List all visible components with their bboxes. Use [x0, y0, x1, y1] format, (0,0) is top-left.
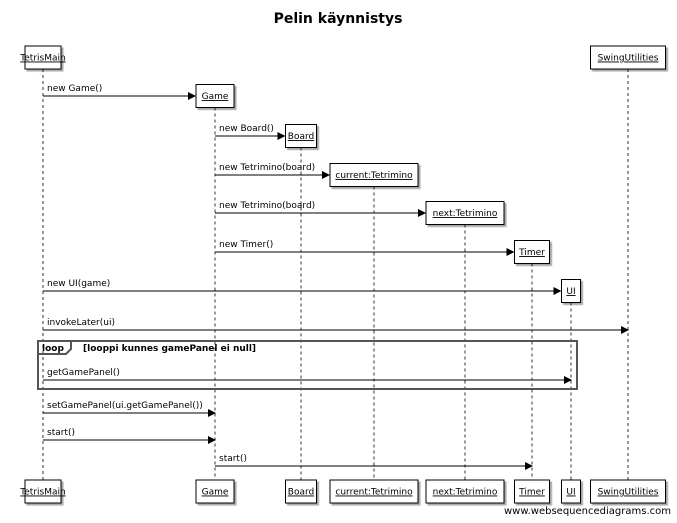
- participant-swingutilities-top-box: SwingUtilities: [590, 45, 666, 70]
- participant-label: Timer: [518, 488, 545, 498]
- loop-condition: [looppi kunnes gamePanel ei null]: [83, 344, 256, 354]
- message-label: start(): [47, 428, 75, 438]
- loop-tab: [38, 341, 72, 355]
- message-label: new Tetrimino(board): [219, 163, 315, 173]
- message-label: new Board(): [219, 124, 274, 134]
- participant-label: SwingUtilities: [598, 54, 659, 64]
- participant-tetrismain-bottom-box: TetrisMain: [19, 479, 66, 504]
- message-3: new Tetrimino(board): [215, 163, 330, 179]
- participant-current-bottom-box: current:Tetrimino: [329, 479, 419, 504]
- lifelines-layer: [42, 69, 629, 480]
- participant-label: UI: [566, 488, 575, 498]
- message-2: new Board(): [215, 124, 286, 140]
- message-label: invokeLater(ui): [47, 318, 115, 328]
- diagram-title-text: Pelin käynnistys: [274, 11, 403, 27]
- loop-frame-layer: loop [looppi kunnes gamePanel ei null]: [37, 340, 578, 390]
- message-10: start(): [43, 428, 216, 444]
- loop-keyword: loop: [42, 344, 64, 354]
- message-label: new Game(): [47, 84, 102, 94]
- loop-frame: loop [looppi kunnes gamePanel ei null]: [37, 340, 578, 390]
- participant-game-bottom-box: Game: [195, 479, 235, 504]
- participant-label: Game: [202, 488, 229, 498]
- message-7: invokeLater(ui): [43, 318, 629, 334]
- participant-board-bottom-box: Board: [285, 479, 317, 504]
- participant-timer-top-box: Timer: [514, 240, 550, 264]
- participant-game-top-box: Game: [195, 84, 235, 108]
- participant-label: TetrisMain: [19, 488, 65, 498]
- participant-label: SwingUtilities: [598, 488, 659, 498]
- message-label: new Tetrimino(board): [219, 201, 315, 211]
- message-label: setGamePanel(ui.getGamePanel()): [47, 401, 203, 411]
- participant-board-top-box: Board: [285, 124, 317, 148]
- message-label: new Timer(): [219, 240, 273, 250]
- participant-label: Board: [288, 132, 314, 142]
- participant-boxes-layer: TetrisMainTetrisMainGameGameBoardBoardcu…: [19, 45, 666, 504]
- message-label: start(): [219, 454, 247, 464]
- participant-timer-bottom-box: Timer: [514, 479, 550, 504]
- messages-layer: new Game() new Board() new Tetrimino(board…: [43, 84, 629, 470]
- participant-label: Board: [288, 488, 314, 498]
- participant-ui-top-box: UI: [561, 279, 581, 303]
- message-11: start(): [215, 454, 533, 470]
- message-label: getGamePanel(): [47, 368, 120, 378]
- participant-current-top-box: current:Tetrimino: [329, 163, 419, 187]
- participant-label: Timer: [518, 248, 545, 258]
- participant-tetrismain-top-box: TetrisMain: [19, 45, 66, 70]
- message-8: getGamePanel(): [43, 368, 572, 384]
- message-1: new Game(): [43, 84, 196, 100]
- participant-ui-bottom-box: UI: [561, 479, 581, 504]
- message-label: new UI(game): [47, 279, 110, 289]
- message-9: setGamePanel(ui.getGamePanel()): [43, 401, 216, 417]
- participant-label: next:Tetrimino: [433, 209, 498, 219]
- participant-next-top-box: next:Tetrimino: [425, 201, 505, 225]
- participant-label: current:Tetrimino: [335, 171, 413, 181]
- message-5: new Timer(): [215, 240, 515, 256]
- participant-swingutilities-bottom-box: SwingUtilities: [590, 479, 666, 504]
- participant-label: UI: [566, 287, 575, 297]
- participant-label: TetrisMain: [19, 54, 65, 64]
- participant-label: next:Tetrimino: [433, 488, 498, 498]
- credit-text: www.websequencediagrams.com: [504, 506, 671, 517]
- participant-next-bottom-box: next:Tetrimino: [425, 479, 505, 504]
- message-6: new UI(game): [43, 279, 562, 295]
- participant-label: Game: [202, 92, 229, 102]
- message-4: new Tetrimino(board): [215, 201, 426, 217]
- participant-label: current:Tetrimino: [335, 488, 413, 498]
